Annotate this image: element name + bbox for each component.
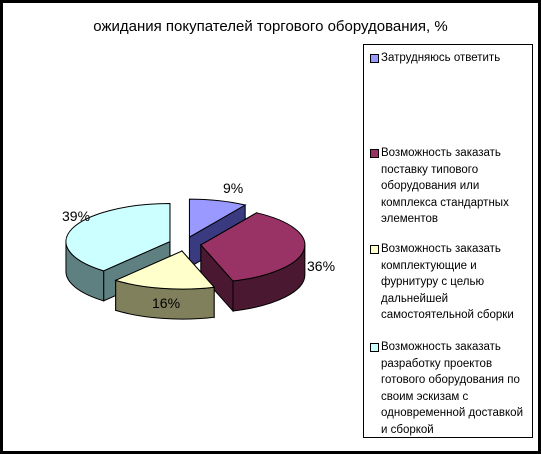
legend-item-2: Возможность заказать комплектующие и фур…	[370, 241, 530, 324]
legend-item-0: Затрудняюсь ответить	[370, 50, 530, 67]
data-label-2: 16%	[152, 295, 180, 311]
legend-label-2: Возможность заказать комплектующие и фур…	[381, 243, 514, 321]
legend-label-0: Затрудняюсь ответить	[381, 52, 501, 64]
data-label-3: 39%	[62, 208, 90, 224]
data-label-0: 9%	[223, 180, 243, 196]
data-label-1: 36%	[307, 258, 335, 274]
chart-title: ожидания покупателей торгового оборудова…	[93, 18, 448, 35]
legend-swatch-1	[370, 149, 379, 158]
legend-item-3: Возможность заказать разработку проектов…	[370, 339, 530, 438]
legend: Затрудняюсь ответить Возможность заказат…	[363, 44, 533, 438]
pie-slice-1	[200, 211, 306, 313]
legend-swatch-0	[370, 54, 379, 63]
legend-swatch-2	[370, 245, 379, 254]
legend-swatch-3	[370, 343, 379, 352]
pie-slice-2	[114, 249, 216, 320]
legend-item-1: Возможность заказать поставку типового о…	[370, 145, 530, 228]
legend-label-1: Возможность заказать поставку типового о…	[381, 147, 509, 225]
legend-label-3: Возможность заказать разработку проектов…	[381, 341, 523, 436]
